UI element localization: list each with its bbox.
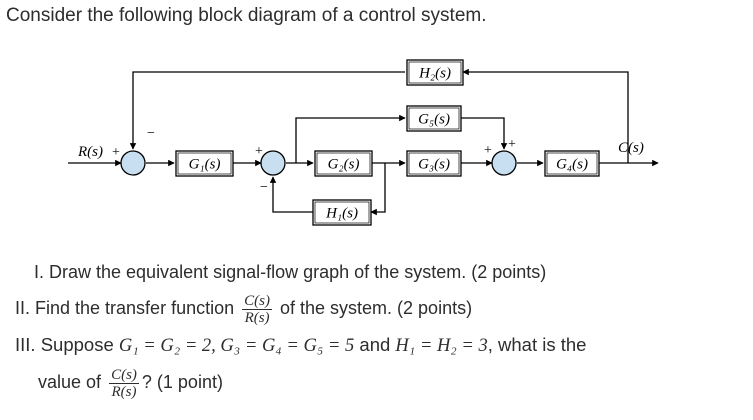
svg-text:G₃(s): G₃(s)	[418, 157, 450, 173]
question-3-prefix: III. Suppose	[15, 334, 114, 355]
block-g5: G₅(s)	[406, 105, 462, 132]
block-g2: G₂(s)	[314, 150, 373, 177]
input-label: R(s)	[77, 144, 103, 160]
question-3-value-of: value of	[38, 372, 102, 392]
question-2: II. Find the transfer function C(s) R(s)…	[15, 286, 472, 330]
question-2-text-before: II. Find the transfer function	[15, 298, 235, 318]
svg-text:G₄(s): G₄(s)	[556, 157, 588, 173]
fraction-denominator: R(s)	[111, 383, 137, 400]
sign-sum3-input: +	[484, 143, 492, 158]
sign-sum2-feedback: −	[260, 180, 268, 195]
fraction-denominator: R(s)	[244, 309, 270, 326]
block-g3: G₃(s)	[406, 150, 462, 177]
output-label: C(s)	[618, 140, 644, 156]
svg-text:H₁(s): H₁(s)	[325, 206, 358, 222]
question-3-gain-values: G₁ = G₂ = 2, G₃ = G₄ = G₅ = 5	[118, 336, 355, 356]
block-h1: H₁(s)	[312, 199, 372, 226]
sign-sum3-feedforward: +	[508, 137, 516, 152]
sign-sum2-input: +	[255, 144, 263, 159]
question-3-points: ? (1 point)	[141, 372, 223, 392]
sign-sum1-feedback: −	[147, 126, 155, 141]
fraction-numerator: C(s)	[242, 292, 272, 310]
fraction-numerator: C(s)	[109, 366, 139, 384]
intro-text: Consider the following block diagram of …	[6, 5, 487, 26]
svg-text:G₂(s): G₂(s)	[328, 157, 360, 173]
svg-text:G₁(s): G₁(s)	[189, 157, 221, 173]
block-g4: G₄(s)	[544, 150, 600, 177]
summing-junction-2	[260, 150, 286, 176]
svg-text:G₅(s): G₅(s)	[418, 112, 450, 128]
summing-junction-3	[491, 150, 517, 176]
transfer-function-fraction: C(s) R(s)	[242, 293, 272, 326]
question-3-line-2: value of C(s) R(s) ? (1 point)	[38, 360, 223, 404]
svg-text:H₂(s): H₂(s)	[418, 66, 451, 82]
question-1: I. Draw the equivalent signal-flow graph…	[34, 262, 547, 282]
question-3-feedback-values: H₁ = H₂ = 3	[395, 336, 488, 356]
question-2-text-after: of the system. (2 points)	[280, 298, 473, 318]
summing-junction-1	[120, 150, 146, 176]
block-h2: H₂(s)	[406, 59, 464, 86]
block-g1: G₁(s)	[175, 150, 234, 177]
question-3-and: and	[359, 334, 391, 355]
value-fraction: C(s) R(s)	[109, 367, 139, 400]
block-diagram: G₁(s) G₂(s) G₃(s) G₄(s) G₅(s) H₂(s) H₁(s…	[68, 59, 659, 226]
question-3-suffix: , what is the	[487, 334, 587, 355]
sign-sum1-input: +	[112, 145, 120, 160]
signal-lines	[68, 68, 659, 216]
question-3-line-1: III. Suppose G₁ = G₂ = 2, G₃ = G₄ = G₅ =…	[15, 334, 586, 357]
